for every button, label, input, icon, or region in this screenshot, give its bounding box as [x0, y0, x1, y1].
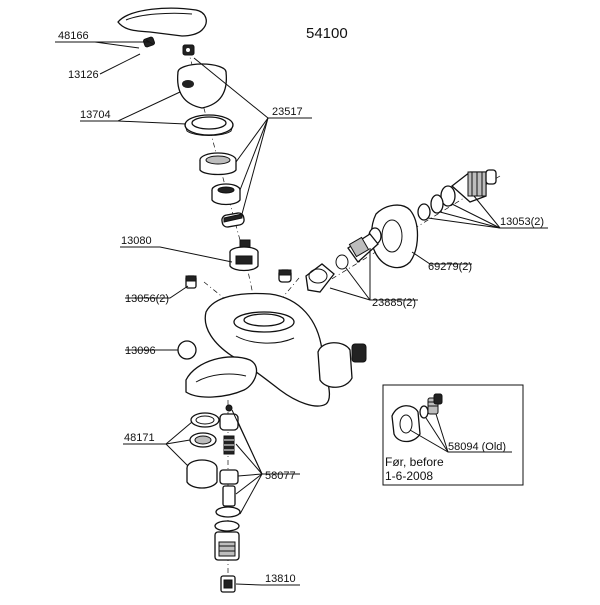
label-13056: 13056(2) — [125, 293, 169, 305]
part-labels: 48166 13126 13704 23517 13080 13056(2) 1… — [58, 30, 544, 585]
label-58077: 58077 — [265, 470, 296, 482]
valve-13056-right — [278, 269, 292, 283]
nut-23517-a — [199, 152, 237, 176]
mixer-body — [204, 292, 367, 407]
cartridge-pin-23517 — [221, 212, 245, 228]
cap-13126 — [182, 44, 195, 56]
inset-old-version: 58094 (Old) Før, before 1-6-2008 — [382, 384, 524, 486]
label-13126: 13126 — [68, 69, 99, 81]
cartridge-13080 — [229, 239, 259, 272]
cover-cap-13704 — [176, 63, 228, 109]
spout — [185, 356, 258, 398]
ring-13704 — [184, 114, 234, 136]
label-23885: 23885(2) — [372, 297, 416, 309]
label-13080: 13080 — [121, 235, 152, 247]
nut-23517-b — [211, 183, 241, 206]
leader-lines — [55, 41, 548, 586]
label-58094: 58094 (Old) — [448, 441, 506, 453]
aerator-48171 — [186, 412, 220, 489]
label-13810: 13810 — [265, 573, 296, 585]
check-valve-58077 — [215, 404, 241, 518]
connector-13053 — [417, 169, 497, 221]
inset-note-line1: Før, before — [385, 455, 444, 469]
diagram-title: 54100 — [306, 25, 348, 42]
valve-13056-left — [185, 275, 197, 289]
lever-handle — [117, 7, 207, 37]
label-48171: 48171 — [124, 432, 155, 444]
label-13704: 13704 — [80, 109, 111, 121]
cap-13096 — [177, 340, 197, 360]
union-23885 — [305, 227, 382, 293]
filter-13810 — [220, 575, 236, 593]
inset-note-line2: 1-6-2008 — [385, 469, 433, 483]
label-48166: 48166 — [58, 30, 89, 42]
label-23517: 23517 — [272, 106, 303, 118]
label-13053: 13053(2) — [500, 216, 544, 228]
shower-connector — [214, 520, 240, 561]
label-13096: 13096 — [125, 345, 156, 357]
label-69279: 69279(2) — [428, 261, 472, 273]
